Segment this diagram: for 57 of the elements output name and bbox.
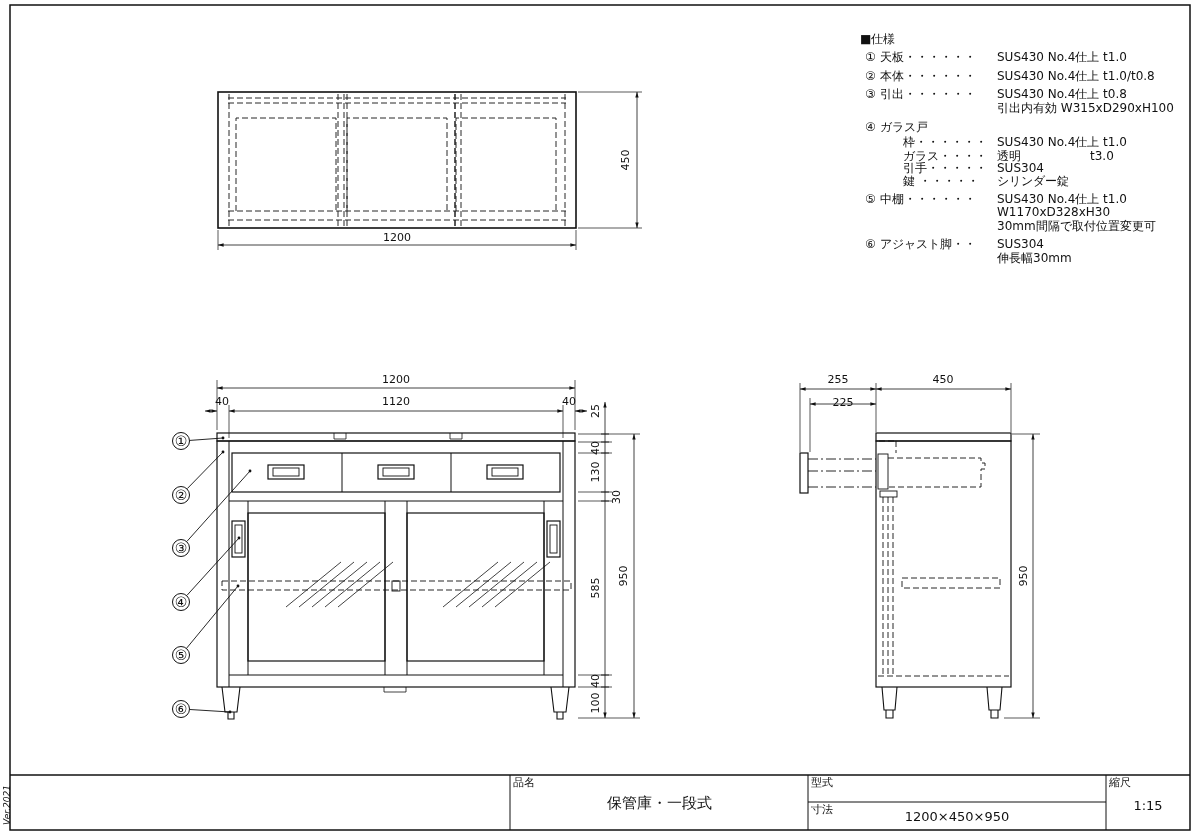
spec-item: ⑤ 中棚・・・・・・ <box>865 193 976 207</box>
dimension-label: 585 <box>589 577 603 599</box>
field-caption: 縮尺 <box>1109 776 1131 790</box>
spec-value: SUS430 No.4仕上 t1.0/t0.8 <box>997 70 1155 84</box>
spec-value: 伸長幅30mm <box>997 252 1072 266</box>
dimension-label: 30 <box>610 490 624 504</box>
spec-value: t3.0 <box>1090 150 1114 164</box>
spec-item: ⑥ アジャスト脚・・ <box>865 238 976 252</box>
dimension-label: 1120 <box>382 395 410 409</box>
spec-value: 引出内有効 W315xD290xH100 <box>997 102 1174 116</box>
field-caption: 寸法 <box>811 803 833 817</box>
dimension-label: 100 <box>589 692 603 714</box>
dimension-label: 130 <box>589 461 603 483</box>
callout-number: ⑤ <box>172 646 190 664</box>
dimension-label: 450 <box>619 149 633 171</box>
callout-number: ② <box>172 486 190 504</box>
spec-value: SUS304 <box>997 238 1044 252</box>
callout-number: ③ <box>172 539 190 557</box>
field-caption: 品名 <box>513 776 535 790</box>
spec-item: 鍵 ・・・・・ <box>903 175 979 189</box>
spec-value: SUS430 No.4仕上 t1.0 <box>997 51 1127 65</box>
spec-item: ガラス・・・・ <box>903 150 987 164</box>
dimension-label: 40 <box>215 395 229 409</box>
spec-item: ③ 引出・・・・・・ <box>865 88 976 102</box>
spec-value: 透明 <box>997 150 1021 164</box>
dimension-label: 255 <box>827 373 849 387</box>
callout-number: ① <box>172 432 190 450</box>
dimension-label: 1200 <box>383 231 411 245</box>
dimension-label: 1200 <box>382 373 410 387</box>
spec-value: W1170xD328xH30 <box>997 206 1111 220</box>
spec-value: SUS430 No.4仕上 t0.8 <box>997 88 1127 102</box>
field-caption: 型式 <box>811 776 833 790</box>
dimension-label: 40 <box>562 395 576 409</box>
spec-value: SUS304 <box>997 162 1044 176</box>
spec-value: 30mm間隔で取付位置変更可 <box>997 220 1156 234</box>
dimension-label: 40 <box>589 441 603 455</box>
callout-number: ④ <box>172 593 190 611</box>
spec-item: ② 本体・・・・・・ <box>865 70 976 84</box>
scale-value: 1:15 <box>1133 798 1163 814</box>
dimension-label: 950 <box>617 565 631 587</box>
callout-number: ⑥ <box>172 700 190 718</box>
dimension-label: 25 <box>589 404 603 418</box>
spec-item: 引手・・・・・ <box>903 162 987 176</box>
product-name: 保管庫・一段式 <box>606 794 712 812</box>
dimension-label: 225 <box>832 396 854 410</box>
spec-item: ④ ガラス戸 <box>865 121 928 135</box>
spec-item: ① 天板・・・・・・ <box>865 51 976 65</box>
spec-value: SUS430 No.4仕上 t1.0 <box>997 136 1127 150</box>
spec-value: シリンダー錠 <box>997 175 1069 189</box>
dimension-label: 40 <box>589 674 603 688</box>
dimensions-value: 1200×450×950 <box>904 809 1010 825</box>
spec-item: 枠・・・・・・ <box>903 136 987 150</box>
dimension-label: 950 <box>1017 565 1031 587</box>
spec-value: SUS430 No.4仕上 t1.0 <box>997 193 1127 207</box>
version-note: Ver.2021 <box>3 785 13 825</box>
dimension-label: 450 <box>932 373 954 387</box>
section-heading: ■仕様 <box>860 33 896 47</box>
